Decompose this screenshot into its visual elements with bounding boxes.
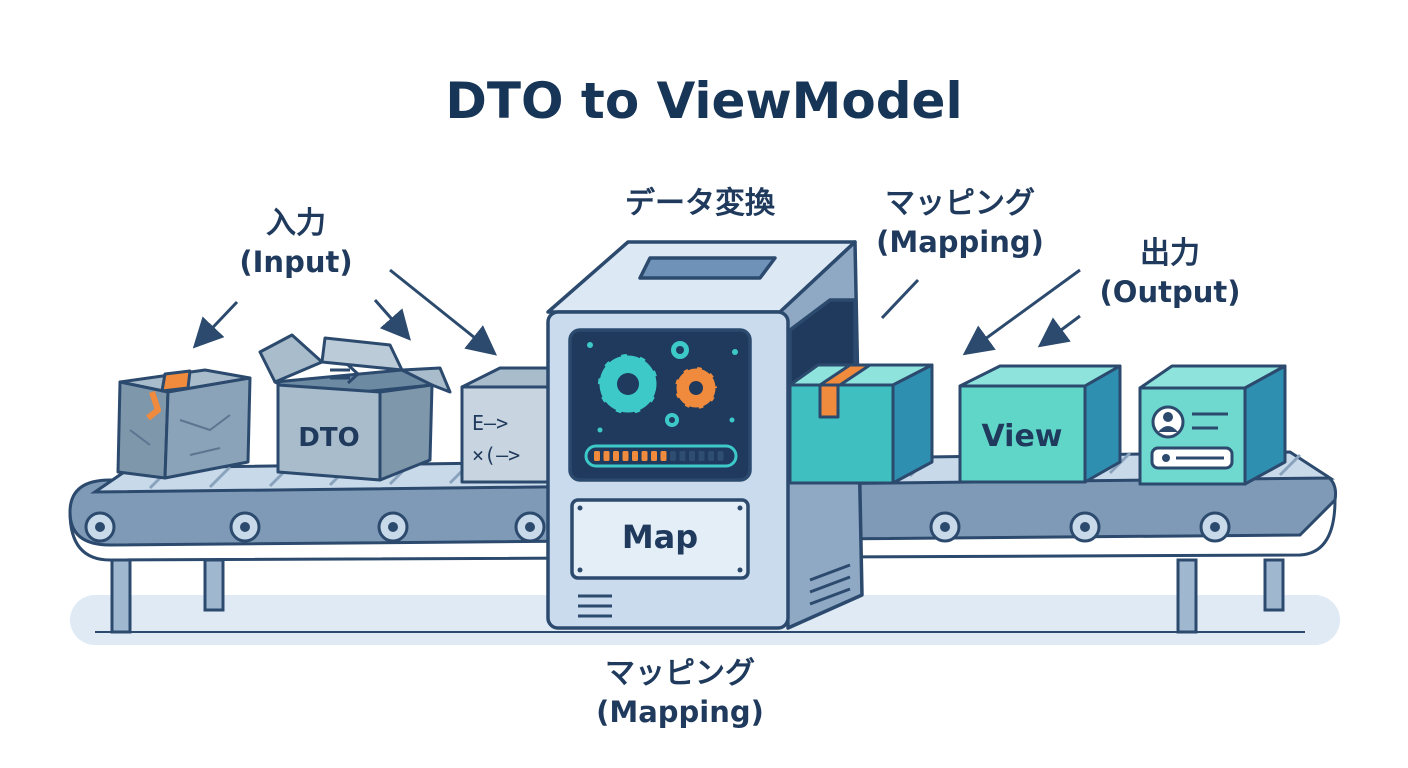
- mapping-top-label-en: (Mapping): [876, 225, 1044, 259]
- input-label-en: (Input): [239, 245, 353, 279]
- pointer-arrows: [192, 268, 1081, 356]
- progress-segment: [603, 451, 610, 461]
- progress-segment: [689, 451, 695, 461]
- dto-box-icon: [258, 333, 452, 482]
- output-label-jp: 出力: [1140, 236, 1200, 271]
- crumpled-box-icon: [116, 368, 252, 480]
- box-arrow-icon: [330, 363, 361, 385]
- profile-box-icon: [1138, 364, 1287, 486]
- view-box-label: View: [981, 419, 1062, 454]
- machine-vents: [578, 563, 851, 618]
- progress-segment: [613, 451, 619, 461]
- screw-icons: [577, 505, 743, 573]
- gear-icon: [596, 352, 660, 416]
- input-label-jp: 入力: [266, 206, 326, 241]
- progress-segment: [651, 451, 657, 461]
- progress-segment: [622, 451, 629, 461]
- progress-segment: [679, 451, 686, 461]
- view-box-icon: [958, 364, 1122, 484]
- transform-label-jp: データ変換: [625, 186, 775, 221]
- progress-segment: [717, 451, 724, 461]
- mapping-bottom-label-en: (Mapping): [596, 695, 764, 729]
- progress-segment: [708, 451, 714, 461]
- code-line-2: ×(—>: [472, 443, 520, 467]
- mapping-top-label: マッピング (Mapping): [850, 185, 1070, 261]
- mapping-bottom-label: マッピング (Mapping): [565, 655, 795, 731]
- dto-box-label: DTO: [298, 423, 359, 453]
- avatar-icon: [1151, 405, 1228, 462]
- transform-label: データ変換: [585, 185, 815, 223]
- input-label: 入力 (Input): [226, 205, 366, 281]
- progress-segment: [641, 451, 648, 461]
- progress-segment: [660, 451, 667, 461]
- code-line-1: E—>: [472, 411, 508, 435]
- output-label: 出力 (Output): [1085, 235, 1255, 311]
- machine-plate-label: Map: [622, 518, 698, 556]
- mapping-top-label-jp: マッピング: [885, 186, 1035, 221]
- progress-segment: [632, 451, 638, 461]
- progress-bar: [584, 444, 738, 468]
- progress-segment: [670, 451, 676, 461]
- page-title: DTO to ViewModel: [445, 72, 963, 130]
- progress-segment: [698, 451, 705, 461]
- teal-box-icon: [788, 363, 934, 485]
- gear-icon: [665, 341, 689, 427]
- gear-icon: [673, 365, 719, 411]
- output-label-en: (Output): [1099, 275, 1241, 309]
- mapping-bottom-label-jp: マッピング: [605, 656, 755, 691]
- progress-segment: [594, 451, 600, 461]
